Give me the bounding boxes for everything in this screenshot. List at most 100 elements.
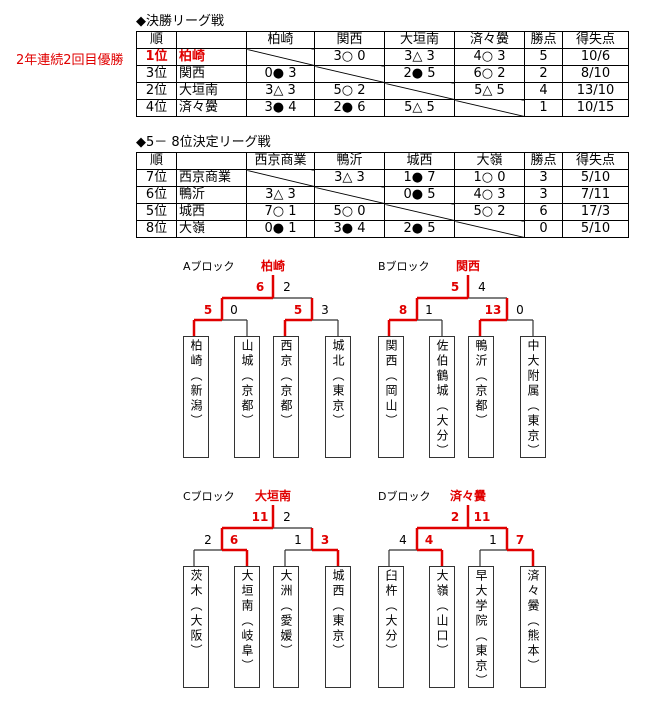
result-cell: 3● 4 (314, 220, 385, 238)
semi-score: 2 (204, 533, 212, 547)
team-name: 関西（岡山） (384, 339, 398, 429)
rank-cell: 7位 (136, 169, 177, 187)
final-score: 2 (450, 510, 460, 524)
semi-score: 0 (516, 303, 524, 317)
goal-ratio-cell: 17/3 (562, 203, 629, 221)
final-score: 6 (255, 280, 265, 294)
team-cell: 大垣南 (176, 82, 247, 100)
block-winner: 関西 (455, 259, 481, 273)
block-label: Dブロック (378, 490, 431, 503)
semi-score: 3 (320, 533, 330, 547)
semi-score: 4 (399, 533, 407, 547)
block-winner: 柏崎 (260, 259, 286, 273)
semi-score: 3 (321, 303, 329, 317)
team-box: 城西（東京） (325, 566, 351, 688)
column-header: 勝点 (524, 152, 563, 170)
team-name: 柏崎（新潟） (189, 339, 203, 429)
team-name: 城西（東京） (331, 569, 345, 659)
team-name: 早大学院（東京） (474, 569, 488, 689)
semi-score: 0 (230, 303, 238, 317)
semi-score: 8 (398, 303, 408, 317)
team-box: 臼杵（大分） (378, 566, 404, 688)
result-cell: 5△ 5 (384, 99, 455, 117)
result-cell: 2● 5 (384, 65, 455, 83)
team-box: 中大附属（東京） (520, 336, 546, 459)
team-name: 臼杵（大分） (384, 569, 398, 659)
block-winner: 済々黌 (449, 489, 487, 503)
final-league-title: ◆決勝リーグ戦 (136, 14, 224, 29)
semi-score: 5 (203, 303, 213, 317)
semi-score: 1 (294, 533, 302, 547)
final-score: 11 (251, 510, 269, 524)
team-box: 済々黌（熊本） (520, 566, 546, 688)
semi-score: 6 (229, 533, 239, 547)
diagonal-cell (246, 169, 315, 187)
rank-cell: 4位 (136, 99, 177, 117)
team-box: 山城（京都） (234, 336, 260, 458)
final-score: 5 (450, 280, 460, 294)
final-score: 11 (473, 510, 491, 524)
team-cell: 関西 (176, 65, 247, 83)
champion-note: 2年連続2回目優勝 (16, 53, 124, 68)
team-cell: 大嶺 (176, 220, 247, 238)
diagonal-cell (454, 99, 525, 117)
team-box: 柏崎（新潟） (183, 336, 209, 458)
team-name: 佐伯鶴城（大分） (435, 339, 449, 459)
result-cell: 7○ 1 (246, 203, 315, 221)
final-score: 4 (478, 280, 486, 294)
result-cell: 0● 1 (246, 220, 315, 238)
result-cell: 1● 7 (384, 169, 455, 187)
result-cell: 5△ 5 (454, 82, 525, 100)
team-name: 山城（京都） (240, 339, 254, 429)
goal-ratio-cell: 7/11 (562, 186, 629, 204)
semi-score: 5 (293, 303, 303, 317)
header-row: 順西京商業鴨沂城西大嶺勝点得失点 (136, 152, 629, 170)
team-name: 中大附属（東京） (526, 339, 540, 459)
team-box: 鴨沂（京都） (468, 336, 494, 458)
header-row: 順柏崎関西大垣南済々黌勝点得失点 (136, 31, 629, 49)
team-name: 西京（京都） (279, 339, 293, 429)
team-box: 大洲（愛媛） (273, 566, 299, 688)
goal-ratio-cell: 10/15 (562, 99, 629, 117)
team-box: 早大学院（東京） (468, 566, 494, 689)
goal-ratio-cell: 5/10 (562, 220, 629, 238)
column-header: 西京商業 (246, 152, 315, 170)
semi-score: 1 (489, 533, 497, 547)
block-label: Bブロック (378, 260, 430, 273)
rank-cell: 1位 (136, 48, 177, 66)
team-name: 済々黌（熊本） (526, 569, 540, 674)
placement-league-title: ◆5－ 8位決定リーグ戦 (136, 135, 271, 150)
column-header: 得失点 (562, 152, 629, 170)
block-label: Cブロック (183, 490, 235, 503)
team-box: 茨木（大阪） (183, 566, 209, 688)
team-name: 茨木（大阪） (189, 569, 203, 659)
diagonal-cell (454, 220, 525, 238)
team-box: 大垣南（岐阜） (234, 566, 260, 688)
semi-score: 13 (484, 303, 502, 317)
goal-ratio-cell: 5/10 (562, 169, 629, 187)
result-cell: 0● 3 (246, 65, 315, 83)
final-score: 2 (283, 280, 291, 294)
rank-cell: 8位 (136, 220, 177, 238)
semi-score: 1 (425, 303, 433, 317)
result-cell: 3● 4 (246, 99, 315, 117)
team-box: 城北（東京） (325, 336, 351, 458)
diagonal-cell (384, 82, 455, 100)
team-name: 鴨沂（京都） (474, 339, 488, 429)
team-box: 西京（京都） (273, 336, 299, 458)
team-name: 大垣南（岐阜） (240, 569, 254, 674)
result-cell: 3△ 3 (246, 186, 315, 204)
final-score: 2 (283, 510, 291, 524)
team-name: 大嶺（山口） (435, 569, 449, 659)
team-name: 城北（東京） (331, 339, 345, 429)
block-label: Aブロック (183, 260, 235, 273)
team-box: 大嶺（山口） (429, 566, 455, 688)
